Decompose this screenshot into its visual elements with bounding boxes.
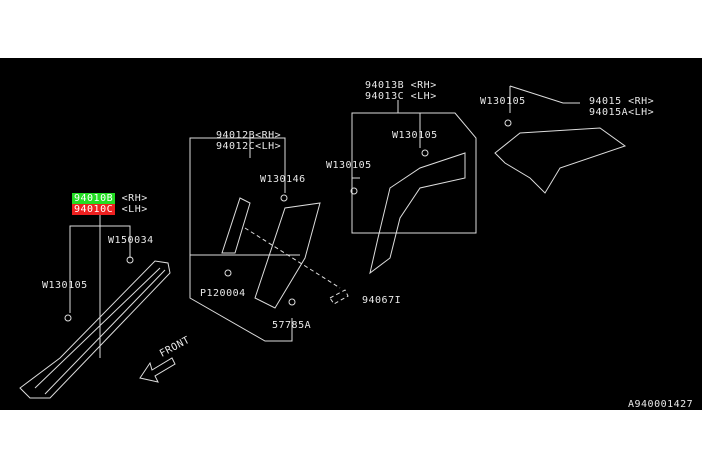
part-94013c[interactable]: 94013C <LH>: [365, 91, 437, 102]
rear-quarter-trim: [494, 127, 627, 194]
part-94015[interactable]: 94015 <RH>: [589, 96, 655, 107]
front-arrow-icon: [139, 357, 176, 383]
clip-w130105-a: [64, 314, 72, 322]
part-94010c[interactable]: 94010C <LH>: [72, 204, 148, 215]
clip-w130105-c1: [421, 149, 429, 157]
a-pillar-trim: [19, 260, 171, 399]
part-94012b[interactable]: 94012B<RH>: [216, 130, 282, 141]
leader-lines-rear: [509, 85, 580, 113]
part-w130105-c2[interactable]: W130105: [326, 160, 372, 171]
diagram-canvas: 94010B <RH> 94010C <LH> W150034 W130105 …: [0, 58, 702, 410]
clip-p120004: [224, 269, 232, 277]
b-pillar-trim: [221, 197, 321, 309]
leader-lines-c: [351, 100, 477, 234]
clip-w150034: [126, 256, 134, 264]
part-94067i[interactable]: 94067I: [362, 295, 402, 306]
part-94015a[interactable]: 94015A<LH>: [589, 107, 655, 118]
part-w150034[interactable]: W150034: [108, 235, 154, 246]
diagram-id: A940001427: [628, 399, 694, 410]
b-pillar-dash: [244, 227, 349, 305]
part-94010b[interactable]: 94010B <RH>: [72, 193, 148, 204]
clip-57785a: [288, 298, 296, 306]
c-pillar-trim: [369, 152, 466, 275]
diagram-lines: [19, 85, 627, 399]
leader-lines-b: [189, 137, 300, 342]
part-57785a[interactable]: 57785A: [272, 320, 312, 331]
part-p120004[interactable]: P120004: [200, 288, 246, 299]
clip-w130146: [280, 194, 288, 202]
part-w130105-c1[interactable]: W130105: [392, 130, 438, 141]
part-w130105-rear[interactable]: W130105: [480, 96, 526, 107]
clip-w130105-c2: [350, 187, 358, 195]
part-94013b[interactable]: 94013B <RH>: [365, 80, 437, 91]
part-w130105-a[interactable]: W130105: [42, 280, 88, 291]
part-94012c[interactable]: 94012C<LH>: [216, 141, 282, 152]
part-w130146[interactable]: W130146: [260, 174, 306, 185]
leader-lines-a: [69, 213, 131, 313]
clip-w130105-rear: [504, 119, 512, 127]
